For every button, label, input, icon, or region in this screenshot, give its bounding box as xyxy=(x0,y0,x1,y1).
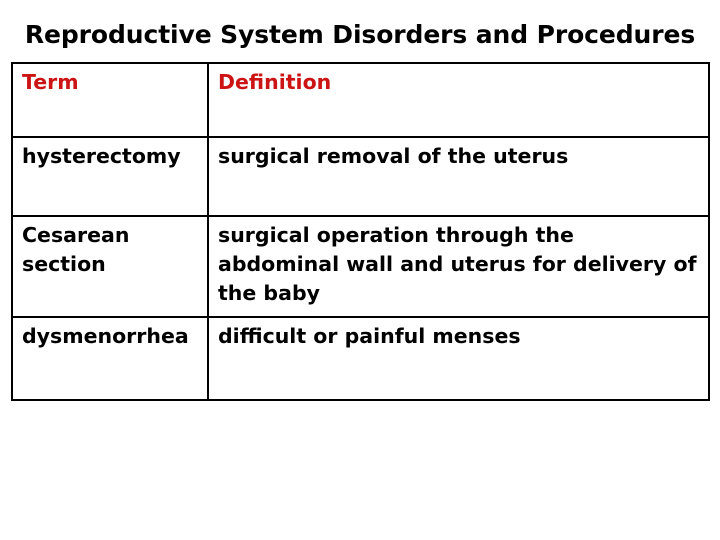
column-header-term: Term xyxy=(11,62,209,138)
cell-definition: surgical removal of the uterus xyxy=(207,136,710,217)
term-text: hysterectomy xyxy=(22,144,181,168)
table-row: Cesarean section surgical operation thro… xyxy=(11,215,710,318)
table-row: dysmenorrhea difficult or painful menses xyxy=(11,316,710,401)
definition-text: difficult or painful menses xyxy=(218,324,521,348)
cell-term: dysmenorrhea xyxy=(11,316,209,401)
table-header-row: Term Definition xyxy=(11,62,710,138)
terminology-table: Term Definition hysterectomy surgical re… xyxy=(11,62,710,401)
term-text: Cesarean section xyxy=(22,223,130,276)
definition-text: surgical removal of the uterus xyxy=(218,144,569,168)
column-header-definition: Definition xyxy=(207,62,710,138)
table-row: hysterectomy surgical removal of the ute… xyxy=(11,136,710,217)
term-text: dysmenorrhea xyxy=(22,324,189,348)
column-header-definition-label: Definition xyxy=(218,70,332,94)
cell-definition: surgical operation through the abdominal… xyxy=(207,215,710,318)
cell-definition: difficult or painful menses xyxy=(207,316,710,401)
cell-term: hysterectomy xyxy=(11,136,209,217)
page-title: Reproductive System Disorders and Proced… xyxy=(24,20,696,49)
cell-term: Cesarean section xyxy=(11,215,209,318)
definition-text: surgical operation through the abdominal… xyxy=(218,223,697,305)
column-header-term-label: Term xyxy=(22,70,79,94)
